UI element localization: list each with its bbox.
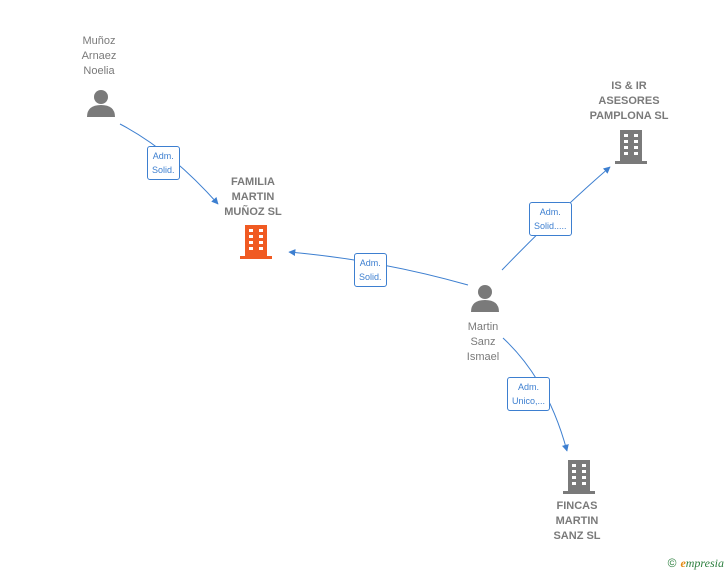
building-icon[interactable]: [615, 130, 647, 164]
brand-initial: e: [680, 556, 686, 570]
building-icon[interactable]: [563, 460, 595, 494]
company-label-is-ir[interactable]: IS & IR ASESORES PAMPLONA SL: [589, 80, 669, 122]
empresia-logo[interactable]: ©empresia: [668, 556, 724, 571]
copyright-symbol: ©: [667, 556, 677, 570]
person-icon[interactable]: [86, 88, 116, 118]
brand-name: mpresia: [685, 556, 724, 570]
company-label-fincas[interactable]: FINCAS MARTIN SANZ SL: [553, 500, 601, 542]
edge-label-adm-solid[interactable]: Adm. Solid.: [354, 253, 387, 287]
person-label-martin-sanz[interactable]: Martin Sanz Ismael: [466, 321, 500, 363]
edge-label-adm-solid[interactable]: Adm. Solid.: [147, 146, 180, 180]
edge-label-adm-unico[interactable]: Adm. Unico,...: [507, 377, 551, 411]
person-icon[interactable]: [470, 283, 500, 313]
company-label-familia-martin[interactable]: FAMILIA MARTIN MUÑOZ SL: [224, 176, 282, 218]
edge-label-adm-solid[interactable]: Adm. Solid.....: [529, 202, 572, 236]
building-icon[interactable]: [240, 225, 272, 259]
person-label-munoz-arnaez[interactable]: Muñoz Arnaez Noelia: [81, 35, 117, 77]
